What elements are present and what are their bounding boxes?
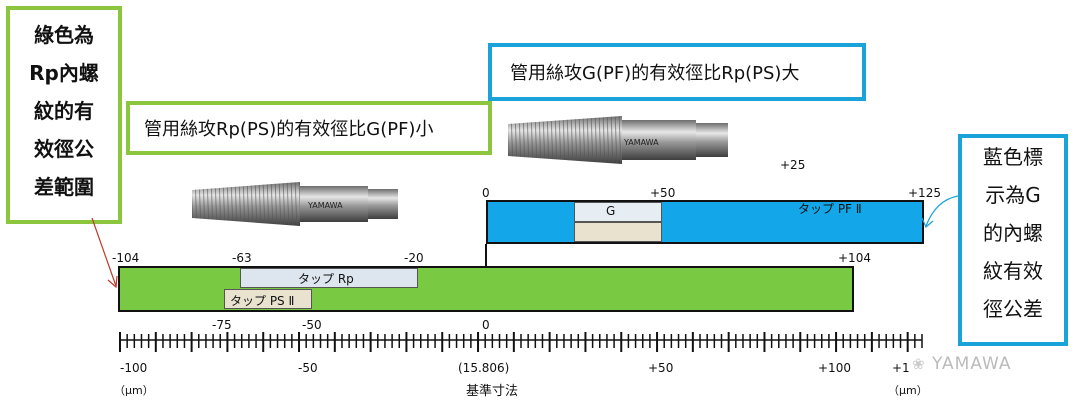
g-pf-blue-bar bbox=[486, 200, 924, 244]
tick-p25: +25 bbox=[780, 158, 806, 172]
tap-ps-box bbox=[224, 289, 312, 309]
tap-ps-brand: YAMAWA bbox=[307, 201, 343, 210]
axis-label-m100: -100 bbox=[120, 361, 148, 375]
tick-p50-top: +50 bbox=[650, 186, 676, 200]
tick-p104: +104 bbox=[838, 251, 871, 265]
tick-m50-mid: -50 bbox=[302, 318, 322, 332]
watermark-text: YAMAWA bbox=[931, 354, 1012, 374]
watermark: ❀ YAMAWA bbox=[912, 354, 1012, 374]
zero-connector-line bbox=[485, 244, 487, 266]
tick-p125: +125 bbox=[908, 186, 941, 200]
g-box-upper bbox=[574, 202, 662, 222]
axis-label-p1: +1 bbox=[892, 361, 910, 375]
tap-rp-label: タップ Rp bbox=[298, 272, 354, 286]
rp-tolerance-note-text: 綠色為 Rp內螺 紋的有 效徑公 差範圍 bbox=[29, 23, 99, 199]
tap-ps-label: タップ PS Ⅱ bbox=[230, 294, 295, 308]
wechat-icon: ❀ bbox=[912, 355, 926, 373]
rp-tolerance-note: 綠色為 Rp內螺 紋的有 效徑公 差範圍 bbox=[6, 6, 122, 224]
g-box-lower bbox=[574, 222, 662, 242]
g-tolerance-note-text: 藍色標 示為G 的內螺 紋有效 徑公差 bbox=[983, 145, 1043, 321]
tick-zero-mid: 0 bbox=[482, 318, 490, 332]
tick-m104: -104 bbox=[112, 251, 140, 265]
tap-pf-image: YAMAWA bbox=[508, 116, 728, 164]
rp-smaller-note: 管用絲攻Rp(PS)的有效徑比G(PF)小 bbox=[126, 101, 492, 155]
g-larger-note-text: 管用絲攻G(PF)的有效徑比Rp(PS)大 bbox=[510, 63, 800, 84]
g-tolerance-note: 藍色標 示為G 的內螺 紋有效 徑公差 bbox=[958, 134, 1068, 346]
axis-label-m50: -50 bbox=[298, 361, 318, 375]
tick-zero-top: 0 bbox=[482, 186, 490, 200]
g-label: G bbox=[606, 204, 616, 218]
tap-rp-box bbox=[240, 268, 418, 288]
tick-m75: -75 bbox=[212, 318, 232, 332]
tap-pf-brand: YAMAWA bbox=[623, 138, 659, 147]
axis-label-p50: +50 bbox=[648, 361, 674, 375]
tick-m20: -20 bbox=[404, 251, 424, 265]
tap-pf-label: タップ PF Ⅱ bbox=[798, 202, 862, 216]
axis-label-base: (15.806) bbox=[458, 361, 510, 375]
axis-title: 基準寸法 bbox=[466, 384, 519, 399]
g-larger-note: 管用絲攻G(PF)的有效徑比Rp(PS)大 bbox=[488, 43, 866, 101]
unit-left: （μm） bbox=[114, 384, 154, 397]
unit-right: （μm） bbox=[888, 384, 928, 397]
axis-label-p100: +100 bbox=[818, 361, 851, 375]
rp-smaller-note-text: 管用絲攻Rp(PS)的有效徑比G(PF)小 bbox=[144, 119, 434, 140]
tick-m63: -63 bbox=[232, 251, 252, 265]
scale-ruler bbox=[119, 332, 923, 352]
tap-ps-image: YAMAWA bbox=[192, 182, 398, 226]
